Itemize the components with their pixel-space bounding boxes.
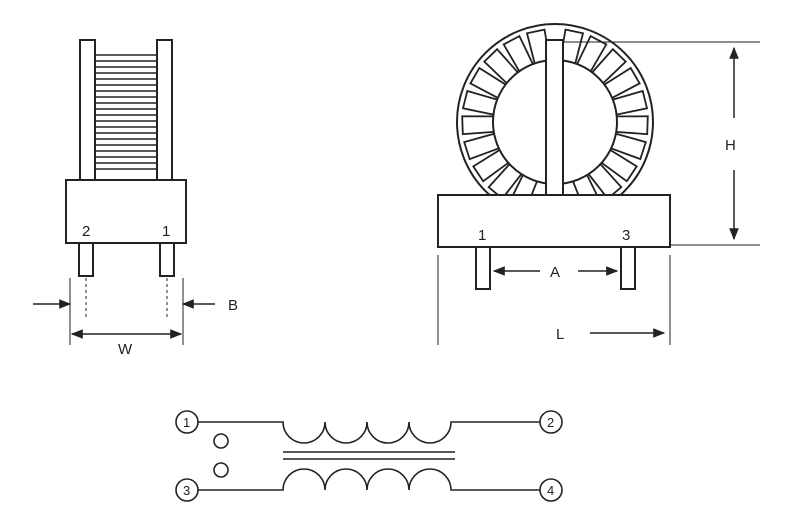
winding-turn [615, 115, 649, 136]
side-view [33, 39, 215, 345]
side-pin-label-left: 2 [82, 223, 90, 240]
polarity-dot-bottom [213, 462, 229, 478]
side-pin-left [78, 242, 94, 277]
side-pin-right [159, 242, 175, 277]
side-dim-label-b: B [228, 297, 238, 314]
front-pin-label-left: 1 [478, 227, 486, 244]
side-flange-left [79, 39, 96, 181]
node-4-label: 4 [547, 483, 554, 498]
front-pin-right [620, 246, 636, 290]
front-dim-label-l: L [556, 326, 564, 343]
toroid-windings [461, 28, 649, 212]
node-2-label: 2 [547, 415, 554, 430]
node-3-label: 3 [183, 483, 190, 498]
front-pin-left [475, 246, 491, 290]
winding-top [198, 421, 540, 444]
front-base [437, 194, 671, 248]
side-dim-label-w: W [118, 341, 133, 358]
front-dim-label-a: A [550, 264, 560, 281]
side-flange-right [156, 39, 173, 181]
schematic [175, 410, 563, 502]
winding-turn [461, 115, 495, 136]
side-winding [95, 54, 157, 170]
front-dim-label-h: H [725, 137, 736, 154]
center-divider [545, 39, 564, 196]
side-base [65, 179, 187, 244]
front-view [437, 23, 760, 345]
side-pin-label-right: 1 [162, 223, 170, 240]
node-1-label: 1 [183, 415, 190, 430]
polarity-dot-top [213, 433, 229, 449]
front-pin-label-right: 3 [622, 227, 630, 244]
winding-bottom [198, 468, 540, 491]
